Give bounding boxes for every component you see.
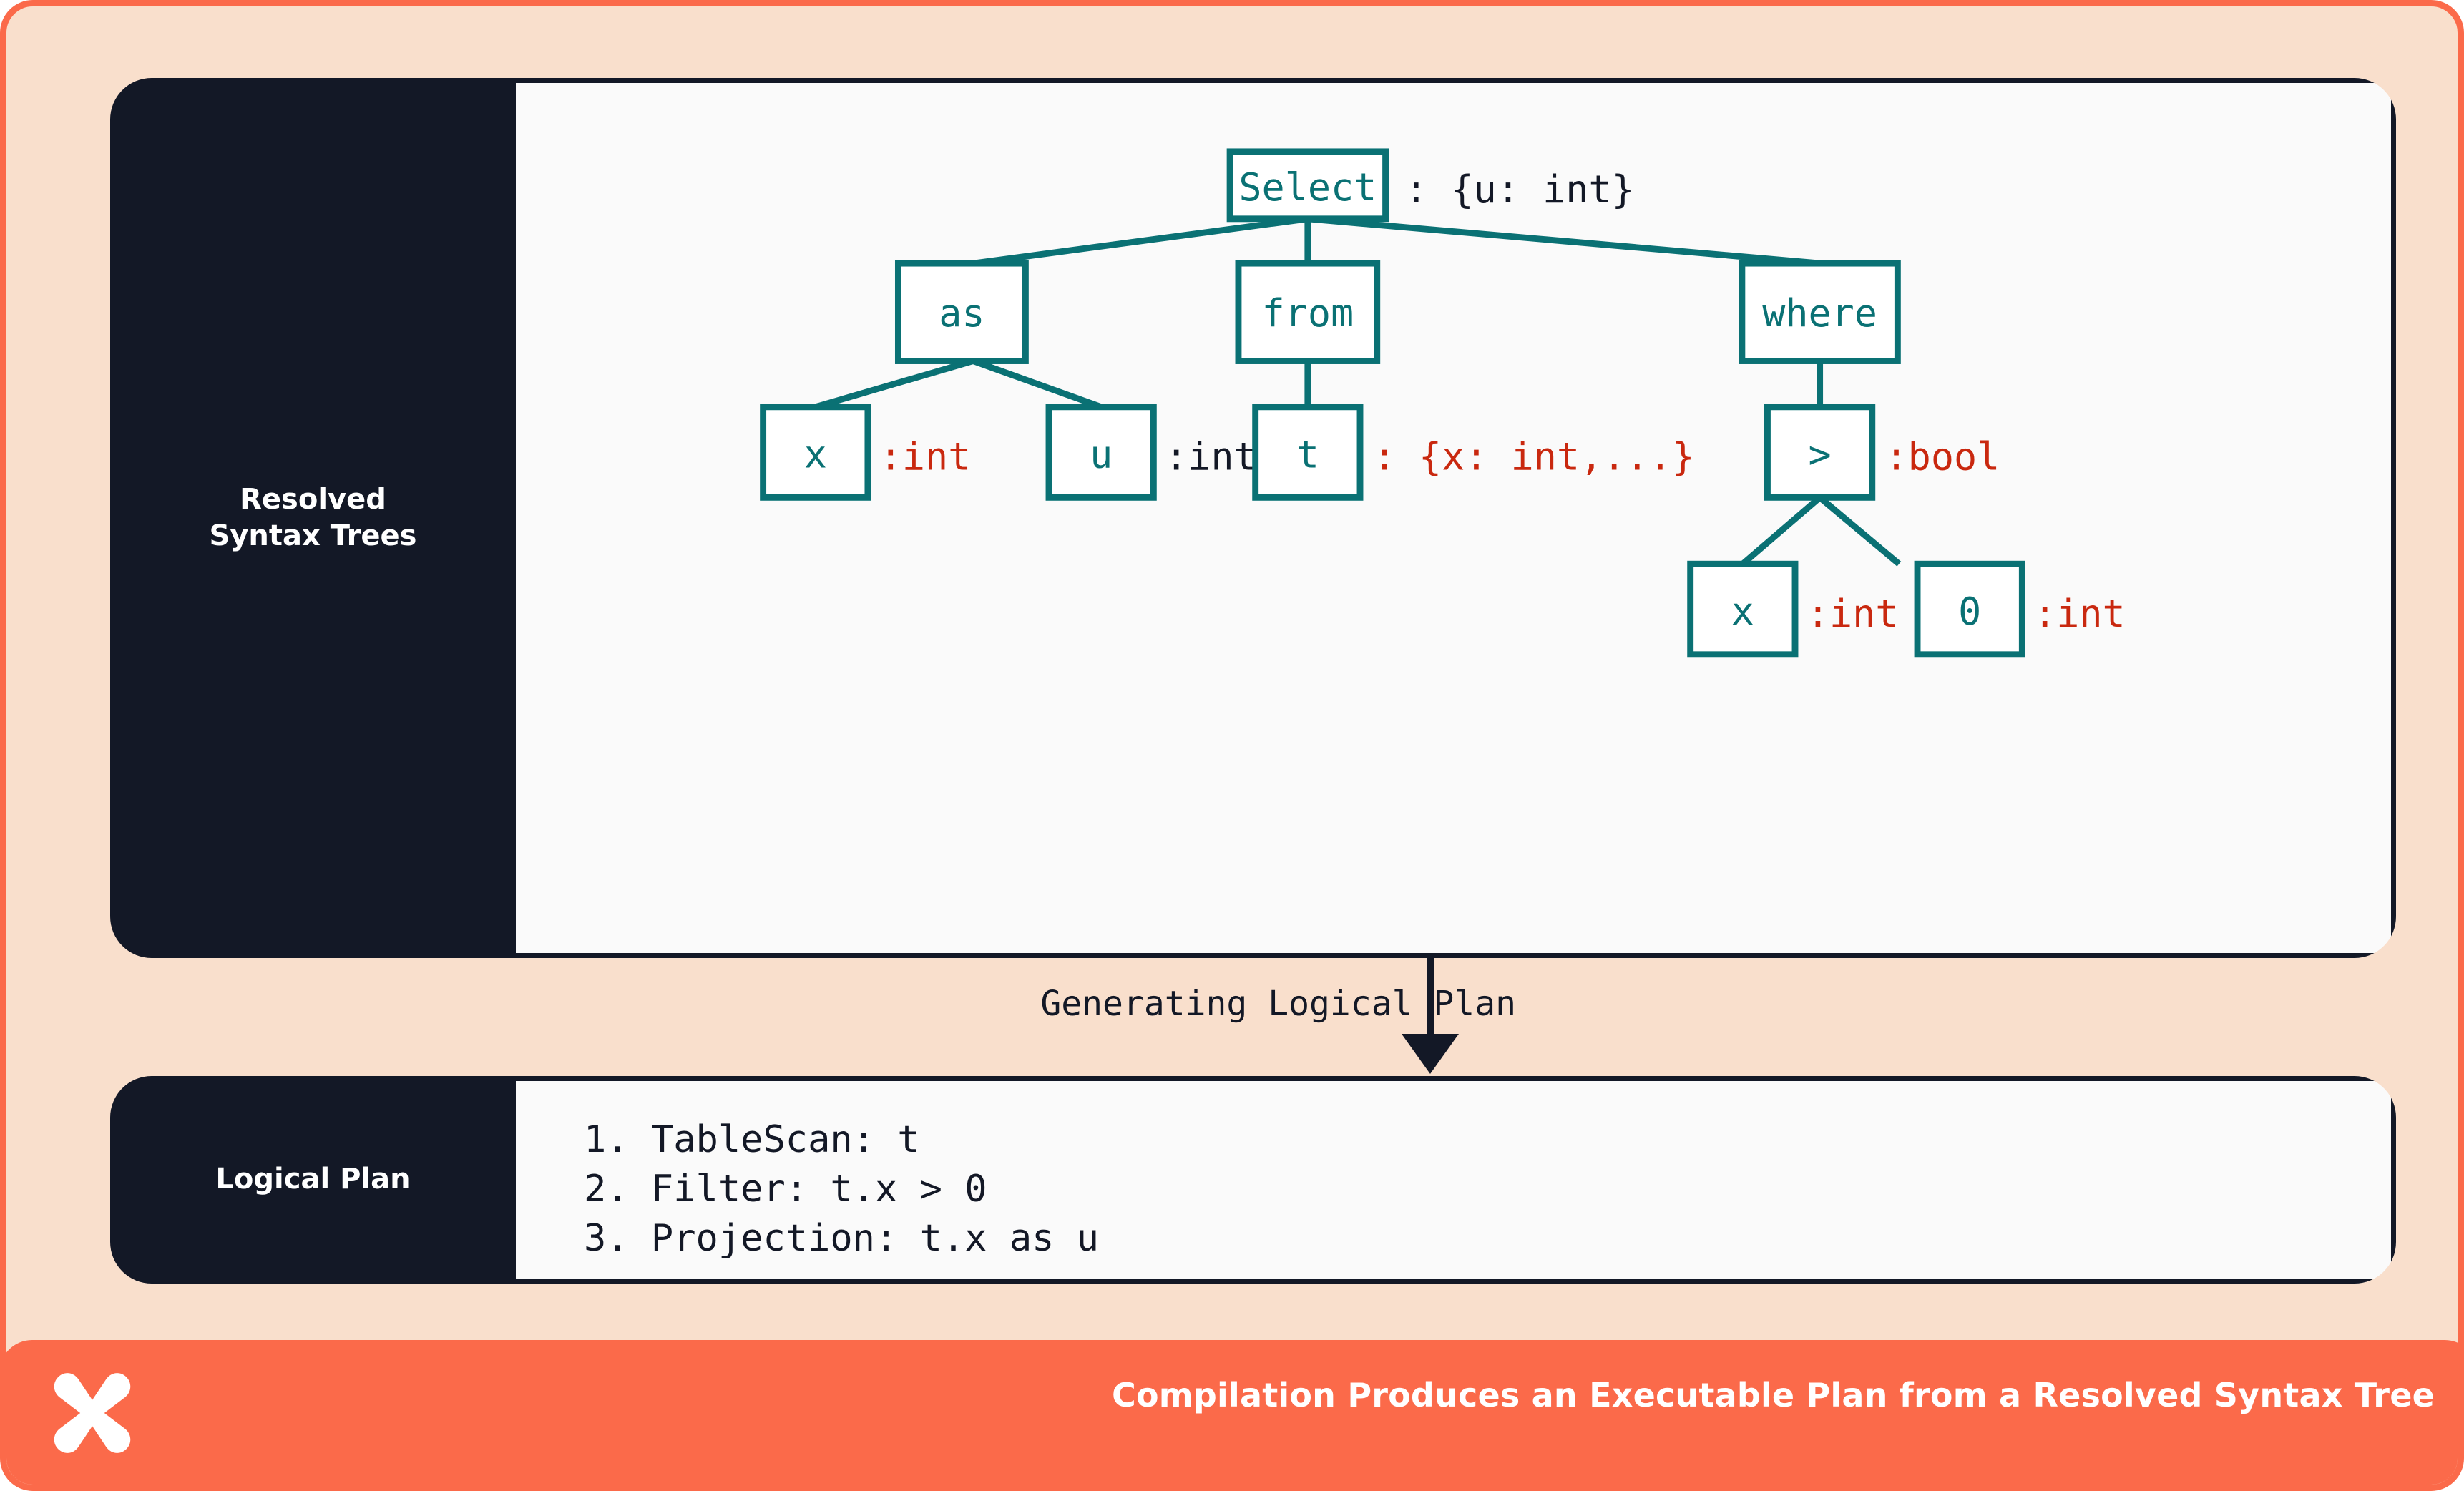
node-box-as	[894, 260, 1029, 364]
syntax-tree-canvas: Select : {u: int} as from where	[516, 78, 2396, 958]
node-label-as-x: x	[804, 432, 827, 477]
node-box-gt-x	[1687, 560, 1799, 658]
tree-node-gt-x[interactable]: x :int	[1687, 560, 1899, 658]
node-box-select	[1226, 148, 1389, 223]
node-annotation-gt-x: :int	[1807, 591, 1899, 636]
edge-select-as	[972, 215, 1309, 267]
node-label-from-t: t	[1296, 432, 1319, 477]
node-box-as-x	[760, 404, 871, 501]
resolved-syntax-trees-panel: Resolved Syntax Trees	[110, 78, 2396, 958]
tree-node-from[interactable]: from	[1235, 260, 1381, 364]
edge-gt-x	[1740, 494, 1822, 567]
edge-gt-0	[1817, 494, 1902, 567]
tree-node-from-t[interactable]: t : {x: int,...}	[1252, 404, 1695, 501]
edge-select-where	[1307, 215, 1820, 267]
footer-bar: Compilation Produces an Executable Plan …	[6, 1340, 2458, 1485]
node-annotation-from-t: : {x: int,...}	[1373, 434, 1695, 479]
node-label-gt-0: 0	[1958, 589, 1981, 634]
rst-label-line1: Resolved	[240, 482, 386, 516]
logical-plan-body: 1. TableScan: t 2. Filter: t.x > 0 3. Pr…	[516, 1076, 2396, 1284]
tree-node-select[interactable]: Select : {u: int}	[1226, 148, 1635, 223]
connector-arrow-head	[1402, 1034, 1459, 1074]
node-box-where	[1739, 260, 1901, 364]
node-label-select: Select	[1238, 165, 1377, 210]
tree-node-as[interactable]: as	[894, 260, 1029, 364]
node-box-from	[1235, 260, 1381, 364]
node-label-gt: >	[1809, 432, 1832, 477]
resolved-syntax-trees-label: Resolved Syntax Trees	[110, 78, 516, 958]
node-box-from-t	[1252, 404, 1364, 501]
node-label-where: where	[1762, 290, 1877, 336]
edge-as-u	[972, 358, 1103, 410]
tree-node-where[interactable]: where	[1739, 260, 1901, 364]
node-box-as-u	[1045, 404, 1157, 501]
node-annotation-as-x: :int	[879, 434, 972, 479]
node-annotation-gt-0: :int	[2033, 591, 2126, 636]
tree-node-gt-0[interactable]: 0 :int	[1914, 560, 2126, 658]
logical-plan-panel: Logical Plan 1. TableScan: t 2. Filter: …	[110, 1076, 2396, 1284]
logical-plan-label: Logical Plan	[110, 1076, 516, 1284]
node-box-gt	[1764, 404, 1876, 501]
tree-edges	[814, 215, 1902, 567]
logical-plan-label-text: Logical Plan	[215, 1163, 411, 1196]
rst-label-line2: Syntax Trees	[209, 519, 417, 552]
connector-arrow-svg	[1402, 958, 1459, 1074]
generating-logical-plan-connector: Generating Logical Plan	[110, 958, 2396, 1076]
tree-node-gt[interactable]: > :bool	[1764, 404, 2000, 501]
node-annotation-as-u: :int	[1165, 434, 1257, 479]
list-item: 3. Projection: t.x as u	[584, 1217, 1100, 1261]
node-annotation-select: : {u: int}	[1404, 167, 1634, 212]
list-item: 1. TableScan: t	[584, 1118, 920, 1161]
connector-label: Generating Logical Plan	[1040, 984, 1516, 1024]
tree-node-as-x[interactable]: x :int	[760, 404, 972, 501]
footer-caption: Compilation Produces an Executable Plan …	[1112, 1376, 2435, 1414]
node-label-gt-x: x	[1731, 589, 1754, 634]
node-label-from: from	[1262, 290, 1354, 336]
list-item: 2. Filter: t.x > 0	[584, 1168, 987, 1211]
node-label-as: as	[939, 290, 984, 336]
edge-as-x	[814, 358, 974, 411]
logical-plan-list: 1. TableScan: t 2. Filter: t.x > 0 3. Pr…	[584, 1115, 1099, 1263]
butterfly-x-logo-icon	[54, 1373, 131, 1453]
node-box-gt-0	[1914, 560, 2025, 658]
syntax-tree-svg: Select : {u: int} as from where	[760, 148, 2126, 658]
tree-node-as-u[interactable]: u :int	[1045, 404, 1257, 501]
node-annotation-gt: :bool	[1885, 434, 2000, 479]
node-label-as-u: u	[1090, 432, 1113, 477]
